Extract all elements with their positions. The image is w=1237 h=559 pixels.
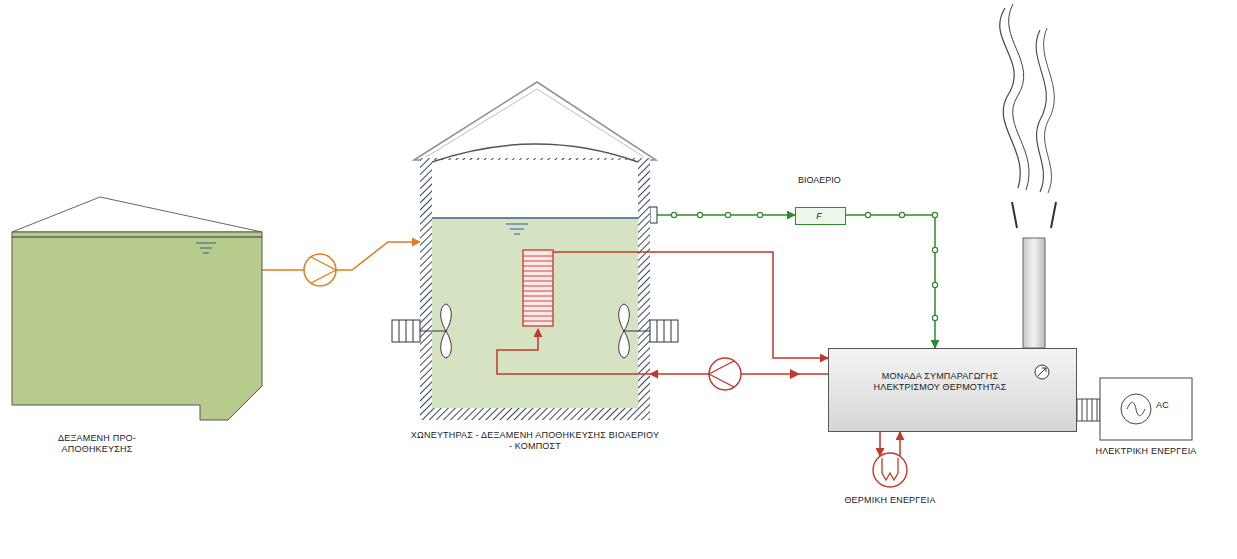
digester-tank-shape-part xyxy=(523,301,553,302)
digester-tank-shape-part xyxy=(523,261,553,262)
pipe-connector xyxy=(879,432,881,456)
digester-tank-shape-part xyxy=(414,82,656,160)
unit-title: ΜΟΝΑΔΑ ΣΥΜΠΑΡΑΓΩΓΗΣ ΗΛΕΚΤΡΙΣΜΟΥ ΘΕΡΜΟΤΗΤ… xyxy=(851,371,1029,393)
digester-tank-shape-part xyxy=(441,304,452,358)
pre-storage-tank-shape-part xyxy=(196,243,216,253)
chp-unit-shape-part xyxy=(1035,365,1049,379)
gas-line-fittings-part xyxy=(865,212,870,217)
pump-symbol xyxy=(709,358,741,390)
tank-caption: ΔΕΞΑΜΕΝΗ ΠΡΟ-ΑΠΟΘΗΚΕΥΣΗΣ xyxy=(32,433,162,455)
gas-line-fittings-part xyxy=(757,212,762,217)
generator-box: ACΗΛΕΚΤΡΙΚΗ ΕΝΕΡΓΕΙΑ xyxy=(1100,378,1192,440)
shaft-coupling xyxy=(1077,399,1100,421)
gas-line-fittings-part xyxy=(932,282,937,287)
digester-tank-shape-part xyxy=(523,276,553,277)
pump-symbol xyxy=(311,257,336,283)
gas-line-fittings-part xyxy=(671,212,676,217)
heat-exchanger-shape-part xyxy=(882,458,898,480)
digester-tank-shape-part xyxy=(523,296,553,297)
digester-tank-shape-part xyxy=(432,217,638,219)
smoke-wisp xyxy=(1044,28,1055,193)
digester-tank-shape-part xyxy=(523,321,553,322)
digester-tank-shape-part xyxy=(523,256,553,257)
digester-tank-shape-part xyxy=(523,271,553,272)
chp-unit: ΜΟΝΑΔΑ ΣΥΜΠΑΡΑΓΩΓΗΣ ΗΛΕΚΤΡΙΣΜΟΥ ΘΕΡΜΟΤΗΤ… xyxy=(828,348,1077,432)
gas-filter: F xyxy=(795,207,846,225)
chimney xyxy=(1000,4,1056,348)
pipe-connector xyxy=(846,215,935,348)
digester-tank-shape-part xyxy=(506,224,528,234)
digester-tank-shape-part xyxy=(497,329,650,374)
heating-pump xyxy=(709,358,741,390)
digester-tank-shape-part xyxy=(553,251,650,253)
gas-line-fittings-part xyxy=(725,212,730,217)
gas-line-fittings-part xyxy=(932,247,937,252)
pre-storage-tank-shape-part xyxy=(12,236,262,237)
digester-tank-shape-part xyxy=(523,306,553,307)
generator-box-shape-part xyxy=(1100,378,1192,440)
shaft-coupling-part xyxy=(1082,399,1097,421)
digester-tank-shape-part xyxy=(399,320,446,342)
gas-line-fittings-part xyxy=(932,315,937,320)
digester-tank-shape-part xyxy=(523,311,553,312)
generator-box-shape-part xyxy=(1127,402,1145,416)
gas-line-fittings-part xyxy=(899,212,904,217)
smoke-wisp xyxy=(1000,8,1021,188)
pipe-connector xyxy=(899,432,901,456)
digester-tank-shape-part xyxy=(392,320,420,342)
heat-exchanger: ΘΕΡΜΙΚΗ ΕΝΕΡΓΕΙΑ xyxy=(873,453,907,487)
pre-storage-tank: ΔΕΞΑΜΕΝΗ ΠΡΟ-ΑΠΟΘΗΚΕΥΣΗΣ xyxy=(12,195,262,420)
digester-tank: ΧΩΝΕΥΤΗΡΑΣ - ΔΕΞΑΜΕΝΗ ΑΠΟΘΗΚΕΥΣΗΣ ΒΙΟΑΕΡ… xyxy=(420,80,650,420)
pipe-connector xyxy=(650,252,828,358)
shaft-coupling-part xyxy=(1077,399,1100,421)
gas-line-fittings xyxy=(671,212,937,320)
gas-line-fittings-part xyxy=(697,212,702,217)
digester-tank-shape-part xyxy=(523,281,553,282)
pump-symbol xyxy=(709,361,734,387)
digester-tank-shape-part xyxy=(420,158,650,420)
generator-box-shape-part xyxy=(1121,394,1151,424)
heat-exchanger-shape-part xyxy=(873,453,907,487)
generator-label: AC xyxy=(1156,400,1169,411)
pipe-connector xyxy=(262,242,420,270)
digester-tank-shape-part xyxy=(650,320,678,342)
digester-tank-shape-part xyxy=(523,250,553,326)
line-label: ΒΙΟΑΕΡΙΟ xyxy=(797,175,842,186)
output-caption: ΘΕΡΜΙΚΗ ΕΝΕΡΓΕΙΑ xyxy=(830,495,950,506)
feed-pump xyxy=(304,254,336,286)
smoke-wisp xyxy=(1009,4,1029,190)
digester-tank-shape-part xyxy=(426,89,644,157)
pump-symbol xyxy=(304,254,336,286)
digester-tank-shape-part xyxy=(523,266,553,267)
pre-storage-tank-shape-part xyxy=(12,197,262,232)
chimney-stack xyxy=(1023,238,1045,348)
digester-tank-shape-part xyxy=(432,218,638,408)
gas-line-fittings-part xyxy=(932,212,937,217)
digester-tank-shape-part xyxy=(523,291,553,292)
digester-tank-shape-part xyxy=(523,286,553,287)
digester-tank-shape-part xyxy=(432,144,638,162)
chimney-cap xyxy=(1012,202,1056,228)
digester-tank-shape-part xyxy=(619,304,630,358)
gas-outlet-flange xyxy=(650,207,657,223)
digester-tank-shape-part xyxy=(432,160,638,408)
digester-tank-shape-part xyxy=(624,320,671,342)
flow-arrowhead xyxy=(790,369,800,379)
pre-storage-tank-shape-part xyxy=(12,232,262,420)
filter-letter: F xyxy=(796,211,842,222)
tank-caption: ΧΩΝΕΥΤΗΡΑΣ - ΔΕΞΑΜΕΝΗ ΑΠΟΘΗΚΕΥΣΗΣ ΒΙΟΑΕΡ… xyxy=(408,430,662,452)
digester-tank-shape-part xyxy=(523,316,553,317)
chp-unit-shape-part xyxy=(1038,368,1046,376)
output-caption: ΗΛΕΚΤΡΙΚΗ ΕΝΕΡΓΕΙΑ xyxy=(1086,446,1206,457)
